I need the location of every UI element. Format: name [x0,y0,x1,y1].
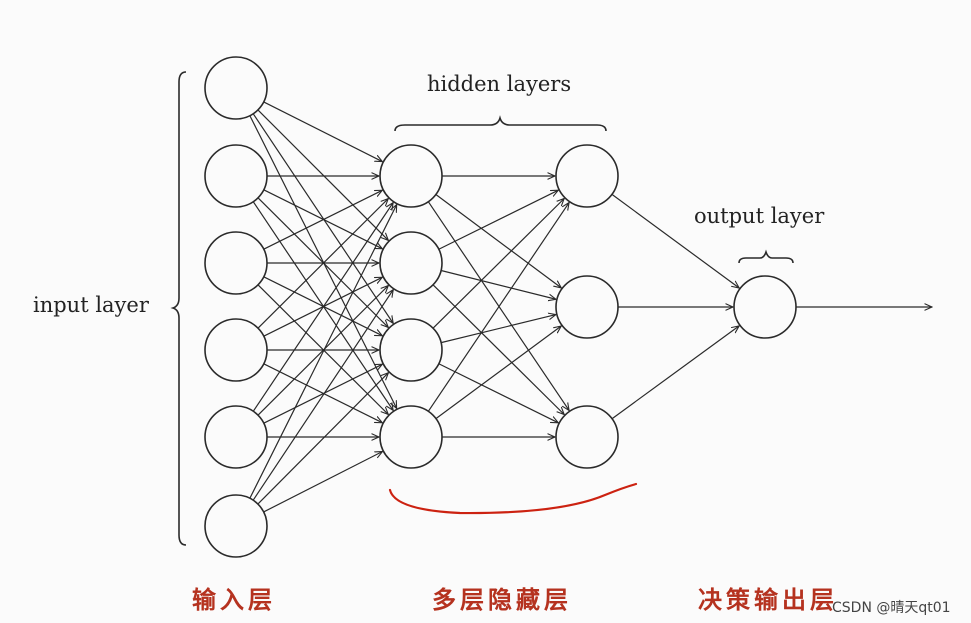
hidden2-neuron [555,405,619,469]
connection-edge [257,373,389,505]
hidden-layers-caption: 多层隐藏层 [432,585,572,614]
hidden-layers-label: hidden layers [427,72,572,96]
connection-edge [249,205,397,499]
connections [249,101,932,513]
input-layer-caption: 输入层 [192,585,276,614]
connection-edge [427,203,569,412]
red-annotation-stroke [388,482,638,515]
connection-edge [252,290,393,501]
hidden1-neuron [379,318,443,382]
output-neuron [733,275,797,339]
connection-edge [438,363,559,423]
connection-edge [440,269,556,300]
connection-edge [263,101,383,162]
input-neuron [204,405,268,469]
hidden-layers-brace [394,115,607,132]
connection-edge [435,326,561,420]
connection-edge [440,315,556,344]
connection-edge [257,109,388,240]
input-layer-brace [170,71,187,546]
connection-edge [435,194,561,288]
connection-edge [611,193,739,288]
connection-edge [263,452,383,513]
connection-edge [263,190,383,250]
input-neuron [204,318,268,382]
hidden2-neuron [555,144,619,208]
connection-edge [432,284,564,415]
connection-edge [611,326,739,420]
connection-edge [257,286,388,416]
connection-edge [252,203,393,412]
connection-edge [252,113,393,324]
connection-edge [432,198,564,329]
csdn-watermark: CSDN @晴天qt01 [832,600,951,616]
hidden2-neuron [555,275,619,339]
input-neuron [204,231,268,295]
hidden1-neuron [379,405,443,469]
connection-edge [257,199,388,329]
input-neuron [204,144,268,208]
output-layer-brace [738,249,794,264]
hidden1-neuron [379,144,443,208]
hidden1-neuron [379,231,443,295]
output-layer-caption: 决策输出层 [698,585,838,614]
input-layer-label: input layer [33,293,149,317]
input-neuron [204,56,268,120]
neurons [204,56,797,558]
connection-edge [438,190,559,250]
connection-edge [263,364,383,424]
output-layer-label: output layer [694,204,825,228]
input-neuron [204,494,268,558]
